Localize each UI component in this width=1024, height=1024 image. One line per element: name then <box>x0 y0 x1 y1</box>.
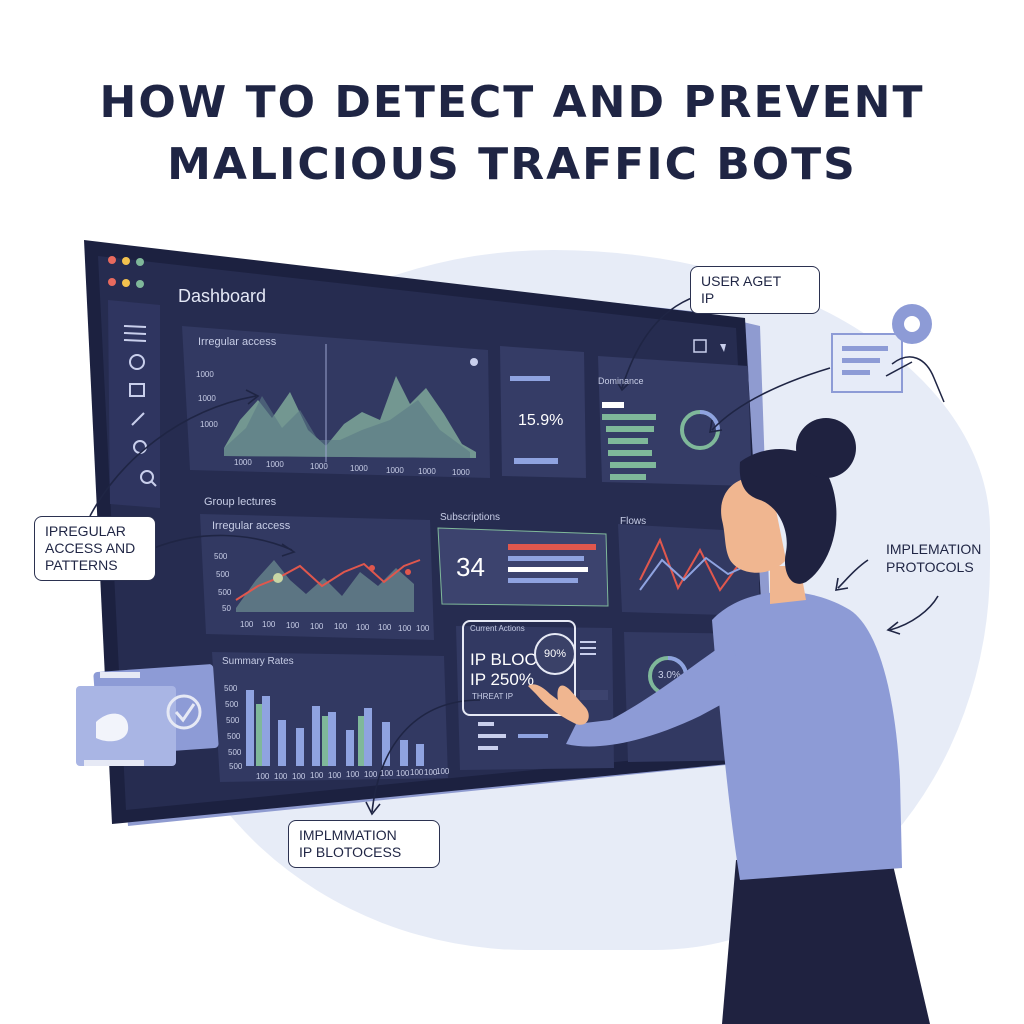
ip-threat-label: THREAT IP <box>472 692 514 701</box>
y-tick: 500 <box>216 570 230 579</box>
x-tick: 100 <box>274 772 288 781</box>
x-tick: 100 <box>380 769 394 778</box>
summary-rates-title: Summary Rates <box>222 656 294 667</box>
section-label: Group lectures <box>204 496 277 508</box>
x-tick: 100 <box>292 772 306 781</box>
x-tick: 100 <box>256 772 270 781</box>
x-tick: 100 <box>410 768 424 777</box>
page-title: HOW TO DETECT AND PREVENT MALICIOUS TRAF… <box>0 72 1024 196</box>
callout-ip-block-line2: IP BLOTOCESS <box>299 844 402 860</box>
x-tick: 100 <box>334 622 348 631</box>
x-tick: 100 <box>310 622 324 631</box>
callout-user-agent-line2: IP <box>701 290 715 306</box>
y-tick: 1000 <box>200 420 218 429</box>
gear-icon <box>892 304 932 344</box>
x-tick: 100 <box>328 771 342 780</box>
dashboard-title: Dashboard <box>178 286 267 306</box>
x-tick: 100 <box>356 623 370 632</box>
flows-title: Flows <box>620 516 647 527</box>
chart-title-irregular-access: Irregular access <box>198 336 277 348</box>
background-blob <box>150 250 990 950</box>
x-tick: 100 <box>364 770 378 779</box>
ip-card-header: Current Actions <box>470 624 525 633</box>
x-tick: 100 <box>310 771 324 780</box>
gauge-value: 3.0% <box>658 670 681 681</box>
x-tick: 100 <box>240 620 254 629</box>
x-tick: 1000 <box>234 458 252 467</box>
subscriptions-value: 34 <box>456 552 485 582</box>
search-icon <box>140 470 157 487</box>
title-line-1: HOW TO DETECT AND PREVENT <box>99 77 925 128</box>
title-line-2: MALICIOUS TRAFFIC BOTS <box>167 139 857 190</box>
settings-icon <box>133 440 147 454</box>
x-tick: 1000 <box>452 468 470 477</box>
callout-user-agent: USER AGET IP <box>690 266 820 314</box>
x-tick: 100 <box>378 623 392 632</box>
callout-implementation-protocols: IMPLEMATION PROTOCOLS <box>886 540 981 576</box>
y-tick: 500 <box>227 732 241 741</box>
callout-irregular-line2: ACCESS AND <box>45 540 136 556</box>
x-tick: 100 <box>398 624 412 633</box>
ip-block-label: IP BLOCT <box>470 650 548 669</box>
callout-protocols-line2: PROTOCOLS <box>886 559 974 575</box>
callout-irregular-line3: PATTERNS <box>45 557 118 573</box>
subscriptions-title: Subscriptions <box>440 512 501 523</box>
x-tick: 100 <box>436 767 450 776</box>
callout-ip-block-line1: IMPLMMATION <box>299 827 397 843</box>
y-tick: 50 <box>222 604 231 613</box>
y-tick: 500 <box>228 748 242 757</box>
y-tick: 1000 <box>196 370 214 379</box>
ip-rate-label: IP 250% <box>470 670 534 689</box>
y-tick: 1000 <box>198 394 216 403</box>
x-tick: 100 <box>416 624 430 633</box>
x-tick: 1000 <box>310 462 328 471</box>
callout-ip-block: IMPLMMATION IP BLOTOCESS <box>288 820 440 868</box>
y-tick: 500 <box>214 552 228 561</box>
y-tick: 500 <box>225 700 239 709</box>
x-tick: 100 <box>286 621 300 630</box>
pencil-icon <box>131 412 145 426</box>
x-tick: 100 <box>396 769 410 778</box>
x-tick: 1000 <box>350 464 368 473</box>
y-tick: 500 <box>224 684 238 693</box>
y-tick: 500 <box>226 716 240 725</box>
stat-value: 15.9% <box>518 412 564 429</box>
callout-user-agent-line1: USER AGET <box>701 273 782 289</box>
chart-title-irregular-access-2: Irregular access <box>212 520 291 532</box>
menu-icon <box>123 325 147 342</box>
x-tick: 100 <box>424 768 438 777</box>
x-tick: 100 <box>346 770 360 779</box>
x-tick: 1000 <box>418 467 436 476</box>
bars-panel-title: Dominance <box>598 376 644 386</box>
y-tick: 500 <box>229 762 243 771</box>
x-tick: 1000 <box>266 460 284 469</box>
edit-icon <box>129 383 145 397</box>
callout-protocols-line1: IMPLEMATION <box>886 541 982 557</box>
ip-percent-badge: 90% <box>534 633 576 675</box>
callout-irregular-line1: IPREGULAR <box>45 523 126 539</box>
x-tick: 100 <box>262 620 276 629</box>
x-tick: 1000 <box>386 466 404 475</box>
y-tick: 500 <box>218 588 232 597</box>
refresh-icon <box>129 354 145 370</box>
callout-irregular-access: IPREGULAR ACCESS AND PATTERNS <box>34 516 156 581</box>
